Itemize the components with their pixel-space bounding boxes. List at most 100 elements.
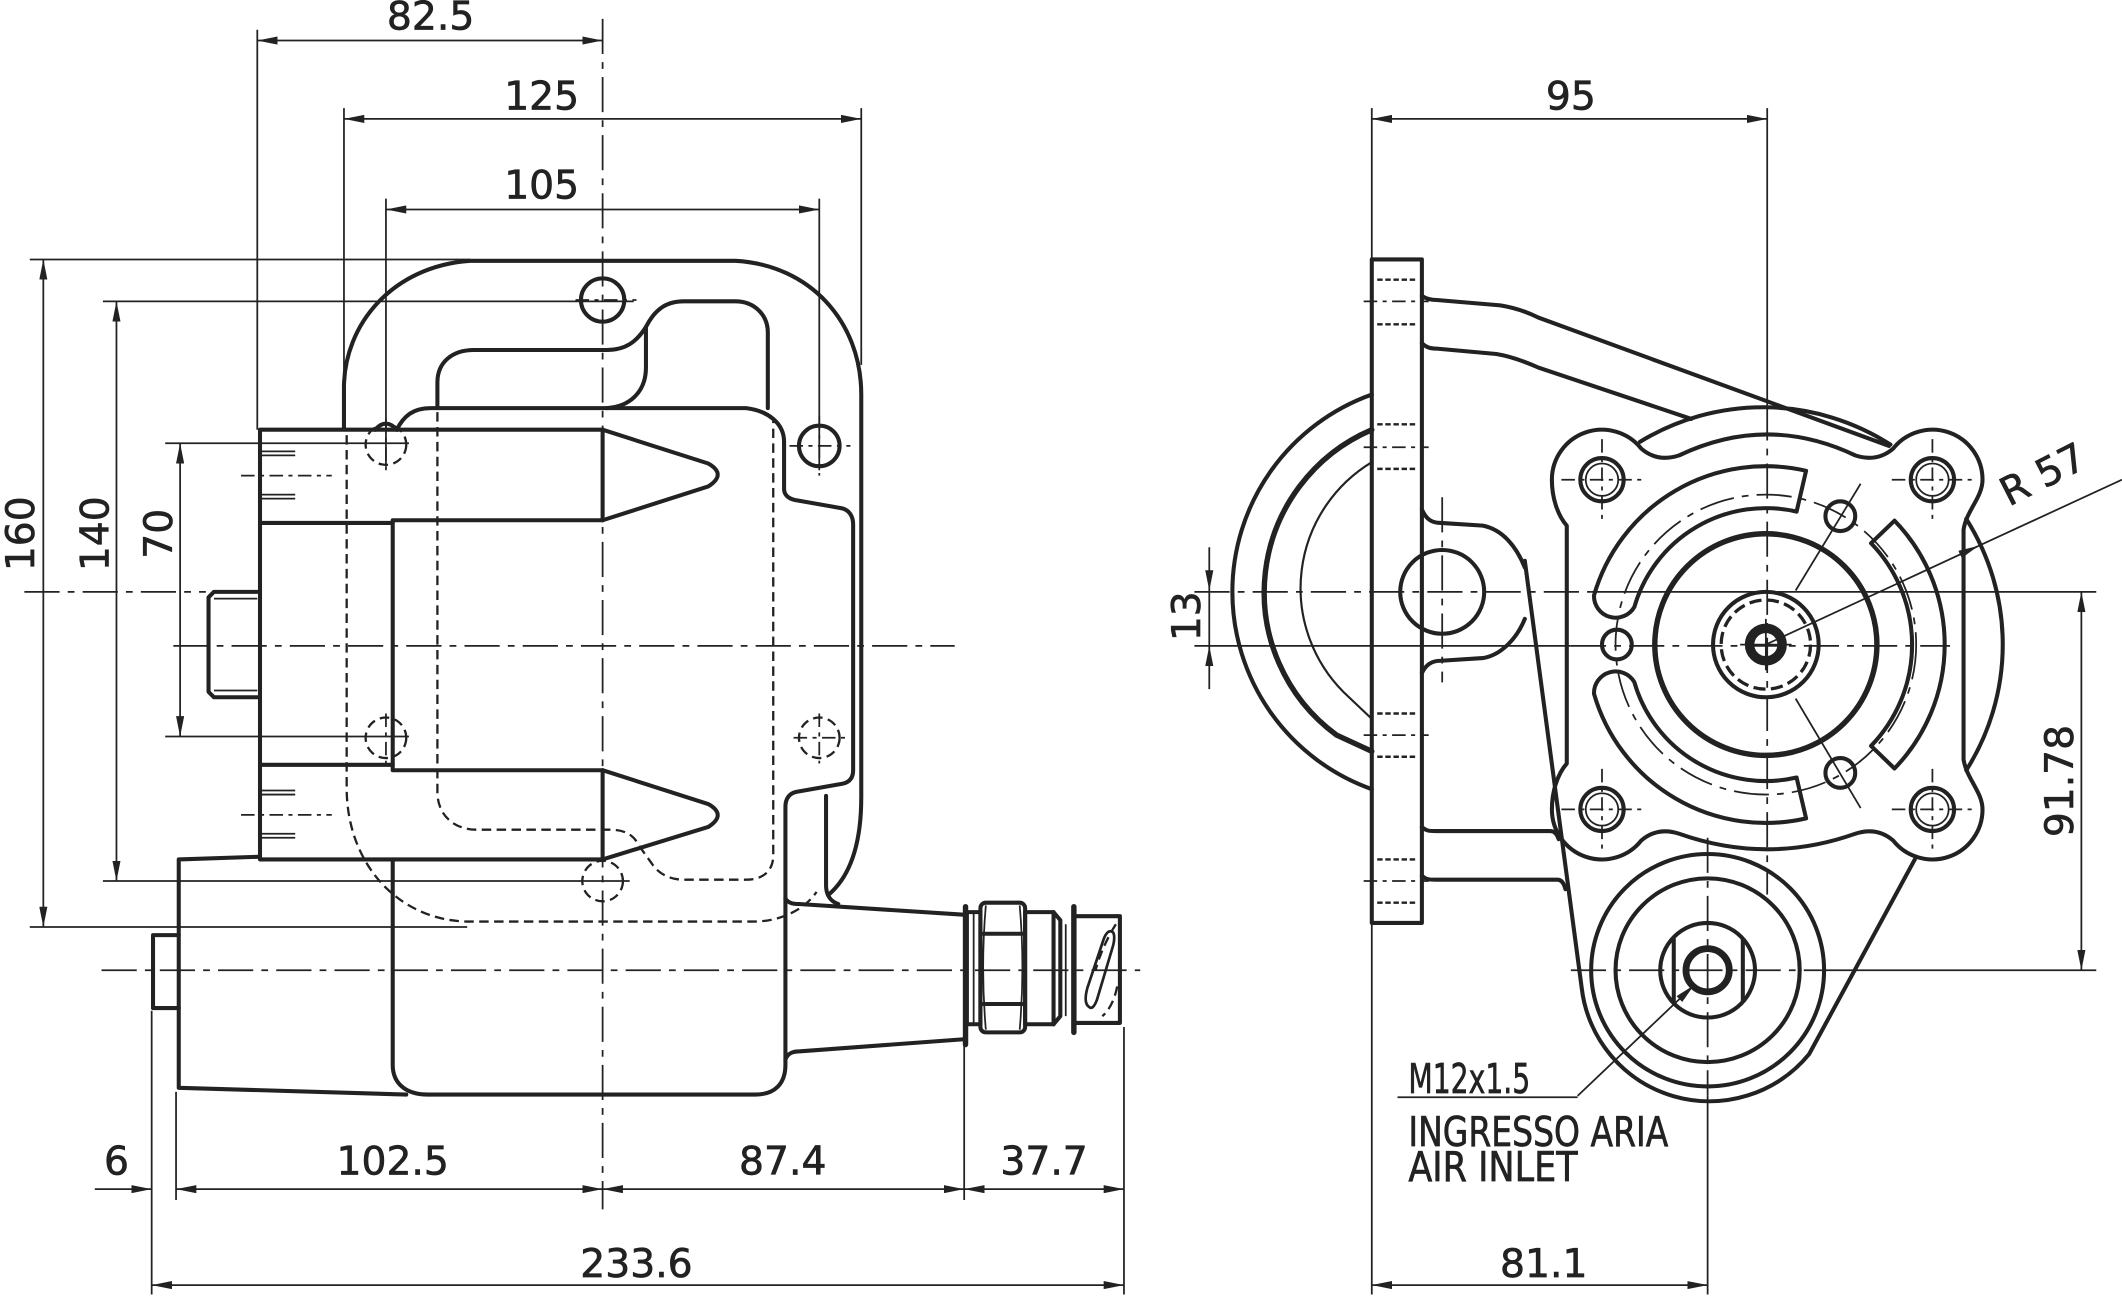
inlet-nut-circle bbox=[1658, 920, 1758, 1020]
dim-label-70: 70 bbox=[137, 509, 182, 559]
lower-cone bbox=[600, 768, 720, 862]
ear-hole bbox=[1908, 785, 1957, 834]
radius-leader bbox=[1765, 545, 1979, 646]
dim-label-140: 140 bbox=[73, 496, 118, 571]
inlet-label-italian: INGRESSO ARIA bbox=[1408, 1108, 1668, 1156]
ear-hole bbox=[1908, 456, 1957, 504]
ear-hole-inner bbox=[1915, 792, 1950, 827]
left-outer-arc bbox=[1230, 392, 1374, 792]
dim-label-102-5: 102.5 bbox=[337, 1139, 449, 1184]
motor-section bbox=[150, 589, 968, 1097]
spline-outer bbox=[1711, 589, 1821, 700]
thread-slot bbox=[1084, 929, 1116, 1010]
thread-hidden bbox=[1101, 986, 1119, 1018]
lower-arm-bottom bbox=[1419, 873, 1568, 892]
ear-crosshair bbox=[1561, 768, 1643, 850]
radius-leader-tail bbox=[1978, 478, 2122, 547]
front-centerlines bbox=[1194, 108, 2097, 1295]
air-fitting bbox=[962, 900, 1122, 1048]
inner-block bbox=[390, 518, 605, 773]
ear-crosshair bbox=[1561, 439, 1643, 521]
housing-top-arc bbox=[1637, 405, 1893, 447]
fitting-body bbox=[1023, 910, 1056, 1027]
upper-left-slot bbox=[1591, 464, 1809, 620]
housing-right-arc bbox=[1964, 516, 2005, 773]
ear-hole-inner bbox=[1915, 462, 1950, 497]
rotor-bore bbox=[1652, 531, 1880, 759]
handle bbox=[341, 258, 864, 897]
lower-left-slot bbox=[1591, 669, 1809, 825]
housing-lower-outline bbox=[1522, 558, 1917, 1104]
dim-label-105: 105 bbox=[504, 164, 579, 209]
side-boss-lower bbox=[1419, 616, 1527, 675]
ear-hole-inner bbox=[1584, 792, 1620, 827]
rear-cap bbox=[150, 933, 181, 1011]
dim-label-91-78: 91.78 bbox=[2038, 725, 2083, 837]
side-boss-upper bbox=[1419, 507, 1527, 570]
hidden-hole bbox=[797, 716, 841, 760]
handle-inner-curve bbox=[604, 324, 648, 411]
front-dimension-lines bbox=[1205, 108, 2122, 1295]
right-slot bbox=[1869, 518, 1947, 771]
hidden-outer-cavity bbox=[345, 435, 818, 923]
flange-bolt-marks bbox=[1363, 278, 1429, 904]
nozzle-taper-bottom bbox=[783, 1037, 968, 1062]
radial-centerline bbox=[1794, 483, 1862, 591]
upper-thread-marks bbox=[261, 450, 296, 500]
body-outline bbox=[390, 406, 856, 1097]
inlet-outer-circle bbox=[1589, 851, 1827, 1089]
side-boss-hole bbox=[1398, 547, 1487, 636]
air-inlet bbox=[1589, 851, 1827, 1089]
ear-hole bbox=[1578, 456, 1626, 504]
side-view: 82.5 125 105 160 140 70 6 102.5 87.4 37.… bbox=[0, 0, 1141, 1295]
front-block-outline bbox=[257, 427, 605, 862]
hex-nut-edge bbox=[982, 905, 987, 1030]
rotor-housing bbox=[1522, 405, 2005, 1104]
left-inner-arc bbox=[1299, 461, 1373, 720]
side-hidden-lines bbox=[345, 412, 841, 923]
lower-thread-marks bbox=[261, 789, 296, 839]
side-mounting-hole bbox=[796, 423, 842, 469]
main-body bbox=[373, 406, 856, 1097]
inlet-label-english: AIR INLET bbox=[1408, 1143, 1577, 1191]
bolt-pitch-circle bbox=[1614, 493, 1918, 796]
lower-arm-top bbox=[1419, 824, 1561, 842]
upper-arm-bottom bbox=[1419, 341, 1694, 421]
left-middle-arc bbox=[1261, 427, 1375, 755]
handle-outer-outline bbox=[341, 258, 864, 897]
top-mounting-hole bbox=[578, 276, 627, 324]
front-block bbox=[257, 427, 720, 862]
inlet-second-circle bbox=[1613, 876, 1802, 1065]
hidden-hole bbox=[581, 859, 625, 903]
small-hole bbox=[1823, 499, 1858, 534]
small-hole bbox=[1599, 627, 1634, 662]
rear-boss bbox=[206, 589, 260, 700]
motor-housing-outline bbox=[176, 854, 409, 1097]
ear-hole bbox=[1578, 785, 1626, 834]
ear-hole-inner bbox=[1584, 462, 1620, 497]
ear-holes bbox=[1578, 456, 1957, 834]
small-hole bbox=[1823, 756, 1858, 790]
hidden-hole bbox=[364, 716, 408, 760]
front-view: 95 13 R 57 91.78 81.1 M12x1.5 INGRESSO A… bbox=[1164, 74, 2122, 1295]
ear-crosshair bbox=[1891, 439, 1974, 521]
hex-nut-edge bbox=[1018, 905, 1024, 1030]
upper-cone bbox=[600, 427, 720, 523]
dim-label-6: 6 bbox=[104, 1139, 129, 1184]
dim-label-37-7: 37.7 bbox=[1000, 1139, 1087, 1184]
dim-label-233-6: 233.6 bbox=[580, 1242, 692, 1287]
dim-label-r57: R 57 bbox=[1993, 435, 2093, 516]
dim-label-81-1: 81.1 bbox=[1500, 1242, 1587, 1287]
ear-crosshair bbox=[1891, 768, 1974, 850]
hex-nut bbox=[978, 900, 1028, 1035]
dim-label-125: 125 bbox=[504, 74, 579, 119]
spline-teeth bbox=[1719, 598, 1813, 691]
flange-plate bbox=[1369, 257, 1424, 925]
side-centerlines bbox=[24, 18, 1141, 1210]
inlet-thread-label: M12x1.5 bbox=[1408, 1055, 1530, 1103]
hub-crosshair bbox=[1740, 618, 1792, 671]
dim-label-13: 13 bbox=[1165, 591, 1210, 641]
threaded-end bbox=[1071, 914, 1122, 1025]
front-dimension-labels: 95 13 R 57 91.78 81.1 M12x1.5 INGRESSO A… bbox=[1164, 74, 2093, 1287]
